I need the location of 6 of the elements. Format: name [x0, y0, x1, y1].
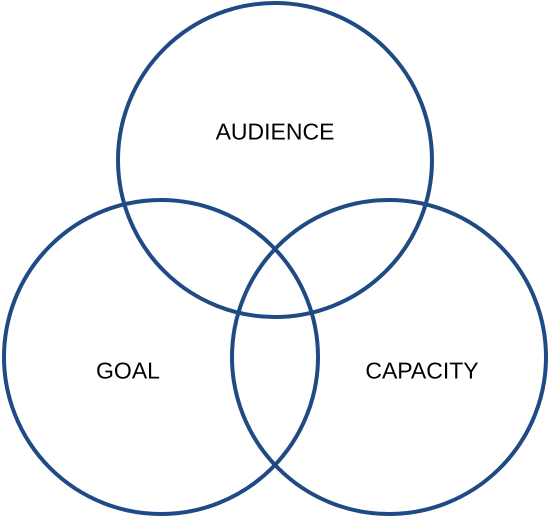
venn-circle	[2, 198, 320, 516]
venn-circle	[230, 198, 548, 516]
circle-label: GOAL	[96, 360, 160, 382]
circle-label: CAPACITY	[365, 360, 479, 382]
circle-label: AUDIENCE	[216, 120, 334, 144]
venn-circle	[116, 1, 434, 319]
